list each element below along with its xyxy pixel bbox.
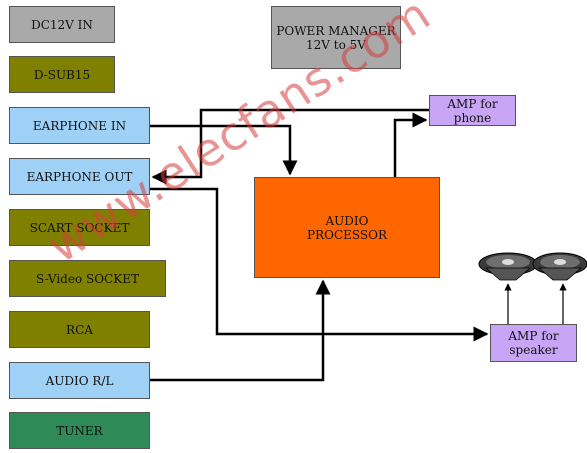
line-earphone-out-to-amp-speaker bbox=[150, 187, 489, 342]
earphone-out-label: EARPHONE OUT bbox=[26, 169, 133, 184]
audio-processor-block: AUDIO PROCESSOR bbox=[254, 177, 440, 278]
earphone-in-label: EARPHONE IN bbox=[32, 118, 127, 133]
power-manager-label: POWER MANAGER 12V to 5V bbox=[276, 23, 396, 52]
scart-socket-block: SCART SOCKET bbox=[9, 209, 150, 246]
line-earphone-in-to-processor bbox=[150, 124, 298, 176]
rca-block: RCA bbox=[9, 311, 150, 348]
amp-speaker-block: AMP for speaker bbox=[490, 324, 577, 362]
svideo-socket-label: S-Video SOCKET bbox=[36, 271, 139, 286]
dsub15-block: D-SUB15 bbox=[9, 56, 115, 93]
dc12v-in-label: DC12V IN bbox=[31, 17, 93, 32]
speaker-icon bbox=[532, 252, 587, 281]
earphone-in-block: EARPHONE IN bbox=[9, 107, 150, 144]
scart-socket-label: SCART SOCKET bbox=[29, 220, 130, 235]
power-manager-block: POWER MANAGER 12V to 5V bbox=[271, 6, 401, 69]
audio-rl-block: AUDIO R/L bbox=[9, 362, 150, 399]
speaker-icon bbox=[478, 252, 538, 281]
earphone-out-block: EARPHONE OUT bbox=[9, 158, 150, 195]
dsub15-label: D-SUB15 bbox=[33, 67, 91, 82]
dc12v-in-block: DC12V IN bbox=[9, 6, 115, 43]
tuner-block: TUNER bbox=[9, 412, 150, 449]
amp-phone-label: AMP for phone bbox=[447, 96, 498, 125]
audio-processor-label: AUDIO PROCESSOR bbox=[307, 213, 387, 242]
svideo-socket-block: S-Video SOCKET bbox=[9, 260, 166, 297]
amp-speaker-label: AMP for speaker bbox=[508, 329, 559, 357]
amp-phone-block: AMP for phone bbox=[429, 95, 516, 126]
audio-rl-label: AUDIO R/L bbox=[45, 373, 114, 388]
line-processor-to-amp-phone bbox=[393, 112, 428, 177]
line-audio-rl-to-processor bbox=[150, 279, 331, 382]
line-amp-phone-to-earphone-out bbox=[151, 108, 429, 185]
tuner-label: TUNER bbox=[56, 423, 103, 438]
rca-label: RCA bbox=[66, 322, 93, 337]
